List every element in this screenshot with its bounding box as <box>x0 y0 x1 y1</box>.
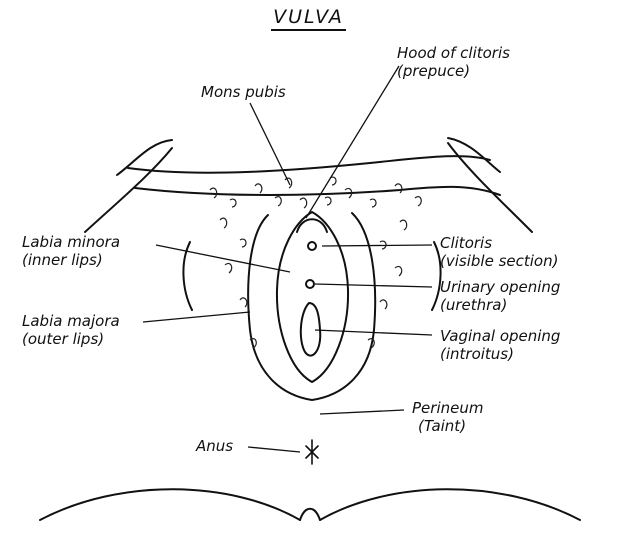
label-hood-line2: (prepuce) <box>397 62 510 80</box>
urethra <box>306 280 314 288</box>
buttocks-left <box>40 489 300 520</box>
pointer-mons <box>250 103 290 185</box>
label-vaginal-line2: (introitus) <box>440 345 560 363</box>
clitoris <box>308 242 316 250</box>
pointer-minora <box>156 245 290 272</box>
abdomen-curve-upper <box>128 156 490 173</box>
label-urinary-line2: (urethra) <box>440 296 560 314</box>
label-majora-line2: (outer lips) <box>22 330 120 348</box>
label-majora-line1: Labia majora <box>22 312 120 330</box>
label-labia-majora: Labia majora (outer lips) <box>22 312 120 348</box>
label-mons-text: Mons pubis <box>201 83 286 101</box>
label-hood-of-clitoris: Hood of clitoris (prepuce) <box>397 44 510 80</box>
label-perineum-line1: Perineum <box>412 399 483 417</box>
label-perineum: Perineum (Taint) <box>412 399 483 435</box>
label-hood-line1: Hood of clitoris <box>397 44 510 62</box>
pointer-perineum <box>320 410 404 414</box>
label-labia-minora: Labia minora (inner lips) <box>22 233 120 269</box>
label-vaginal-line1: Vaginal opening <box>440 327 560 345</box>
anus-mark <box>306 440 318 464</box>
buttocks-cleft <box>300 509 320 520</box>
label-clitoris-line1: Clitoris <box>440 234 558 252</box>
label-clitoris: Clitoris (visible section) <box>440 234 558 270</box>
label-perineum-line2: (Taint) <box>412 417 483 435</box>
buttocks-right <box>320 489 580 520</box>
abdomen-curve-lower <box>135 187 500 195</box>
pointer-majora <box>143 312 250 322</box>
pointer-anus <box>248 447 300 452</box>
label-minora-line1: Labia minora <box>22 233 120 251</box>
pointer-hood <box>306 66 399 218</box>
labia-minora-outline <box>277 212 348 382</box>
label-clitoris-line2: (visible section) <box>440 252 558 270</box>
label-urinary-line1: Urinary opening <box>440 278 560 296</box>
label-mons-pubis: Mons pubis <box>201 83 286 101</box>
thigh-fold-right <box>448 138 500 172</box>
label-urinary-opening: Urinary opening (urethra) <box>440 278 560 314</box>
label-anus-text: Anus <box>196 437 233 455</box>
label-minora-line2: (inner lips) <box>22 251 120 269</box>
vaginal-opening <box>301 303 320 356</box>
label-vaginal-opening: Vaginal opening (introitus) <box>440 327 560 363</box>
label-anus: Anus <box>196 437 233 455</box>
pointer-urinary <box>315 284 432 287</box>
